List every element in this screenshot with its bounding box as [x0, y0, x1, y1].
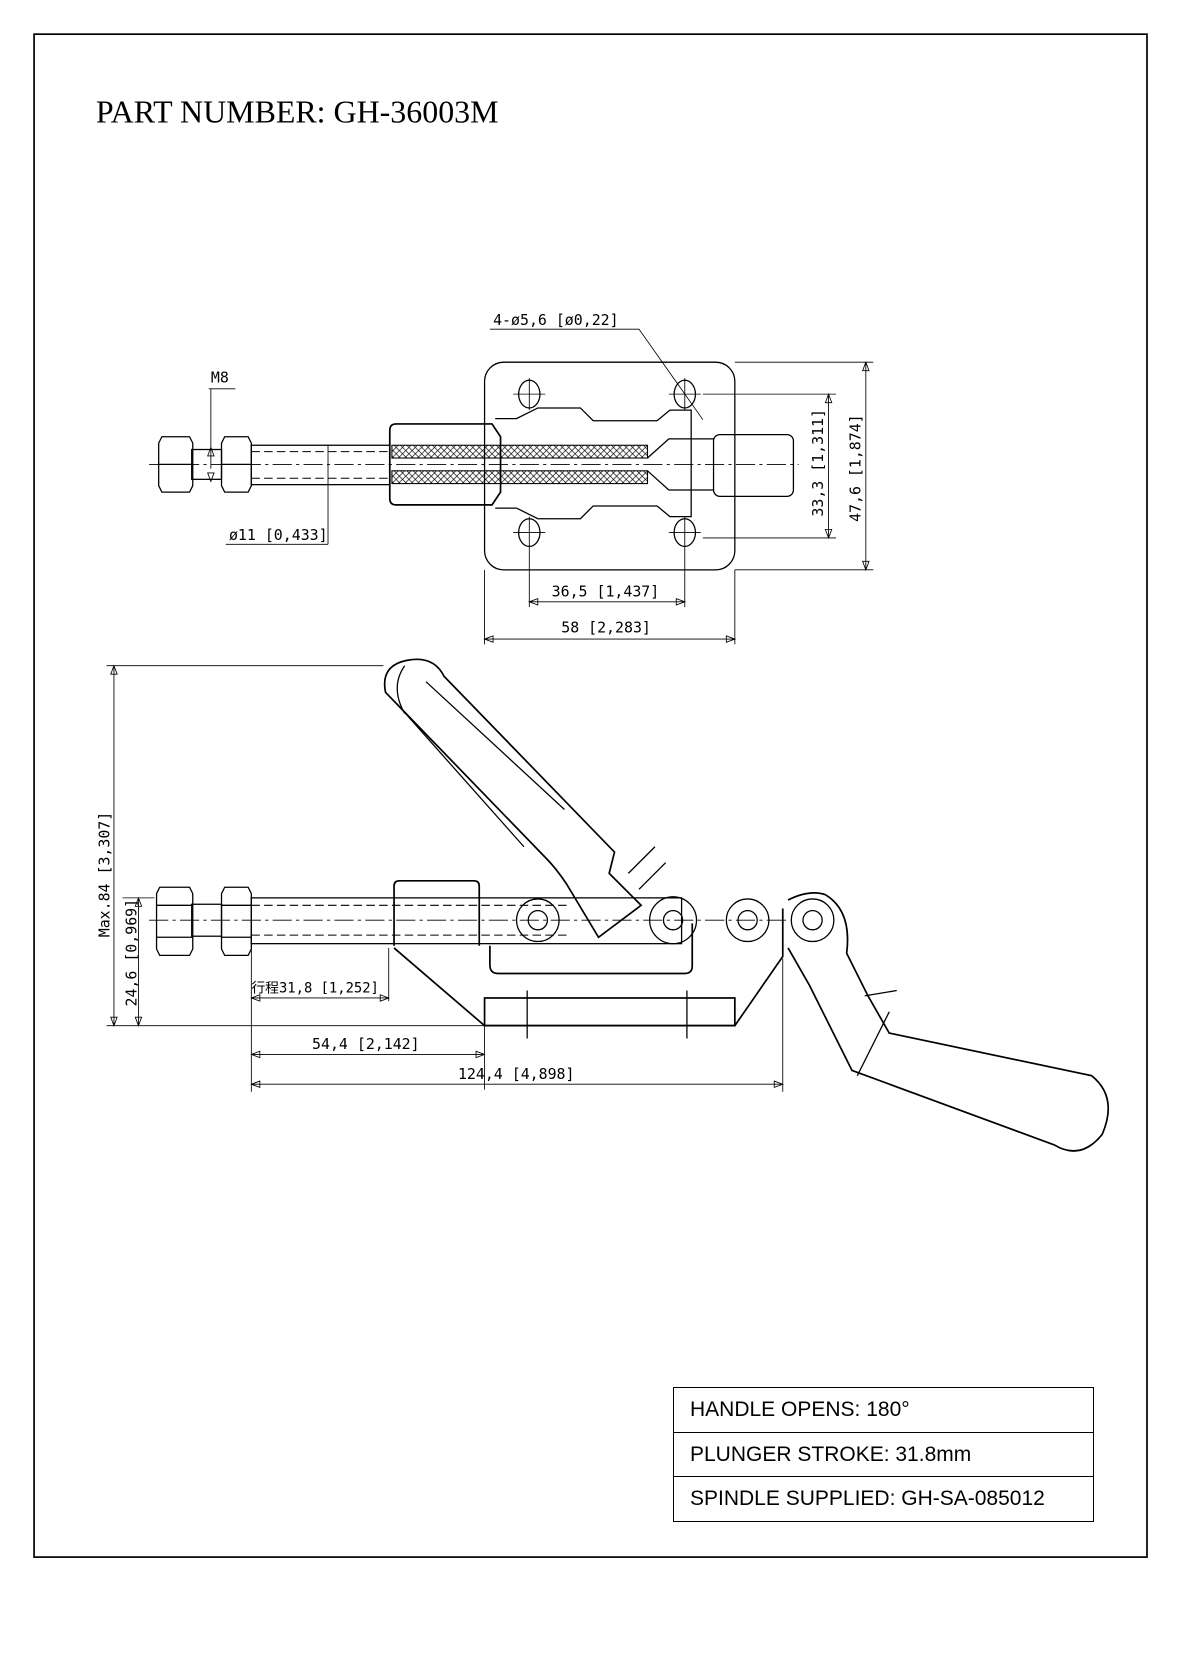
handle-open [383, 658, 643, 939]
overall-length-label: 124,4 [4,898] [458, 1065, 575, 1083]
top-view: M8 ø11 [0,433] 4-ø5,6 [ø0,22] 36,5 [1,43… [149, 311, 874, 645]
stroke-label: 行程31,8 [1,252] [251, 981, 379, 997]
pivot-pins [515, 896, 835, 945]
mounting-holes [513, 378, 701, 549]
base-plate-side [483, 997, 736, 1027]
base-height-label: 47,6 [1,874] [847, 414, 865, 522]
hex-bolt-head [158, 436, 194, 493]
clevis [712, 433, 795, 498]
plunger-housing [388, 423, 502, 506]
base-plate [483, 361, 736, 571]
drawing-border [33, 33, 1148, 1558]
side-view: Max.84 [3,307] 24,6 [0,969] 行程31,8 [1,25… [96, 658, 1110, 1152]
lock-nut [220, 886, 252, 957]
shaft-diameter-label: ø11 [0,433] [229, 526, 328, 544]
clamp-base [393, 908, 784, 1027]
spec-spindle-supplied: SPINDLE SUPPLIED: GH-SA-085012 [690, 1487, 1045, 1510]
hatched-section [391, 470, 649, 485]
part-number-title: PART NUMBER: GH-36003M [96, 95, 499, 130]
plunger-collar [393, 879, 481, 946]
spec-handle-opens: HANDLE OPENS: 180° [674, 1388, 1093, 1433]
thread-label: M8 [211, 368, 229, 386]
holes-label: 4-ø5,6 [ø0,22] [493, 311, 619, 329]
hatched-section [391, 444, 649, 459]
base-offset-label: 54,4 [2,142] [312, 1035, 420, 1053]
center-height-label: 24,6 [0,969] [122, 899, 140, 1007]
hole-spacing-x-label: 36,5 [1,437] [552, 582, 660, 600]
max-height-label: Max.84 [3,307] [96, 812, 114, 938]
handle-closed [787, 892, 1110, 1152]
plunger-shaft [250, 897, 683, 945]
linkage-body [495, 407, 692, 520]
base-width-label: 58 [2,283] [561, 619, 651, 637]
spec-plunger-stroke: PLUNGER STROKE: 31.8mm [674, 1433, 1093, 1477]
spec-table: HANDLE OPENS: 180° PLUNGER STROKE: 31.8m… [673, 1387, 1094, 1522]
hole-spacing-y-label: 33,3 [1,311] [809, 409, 827, 517]
lock-nut [220, 436, 252, 493]
hex-bolt-head [155, 886, 194, 957]
